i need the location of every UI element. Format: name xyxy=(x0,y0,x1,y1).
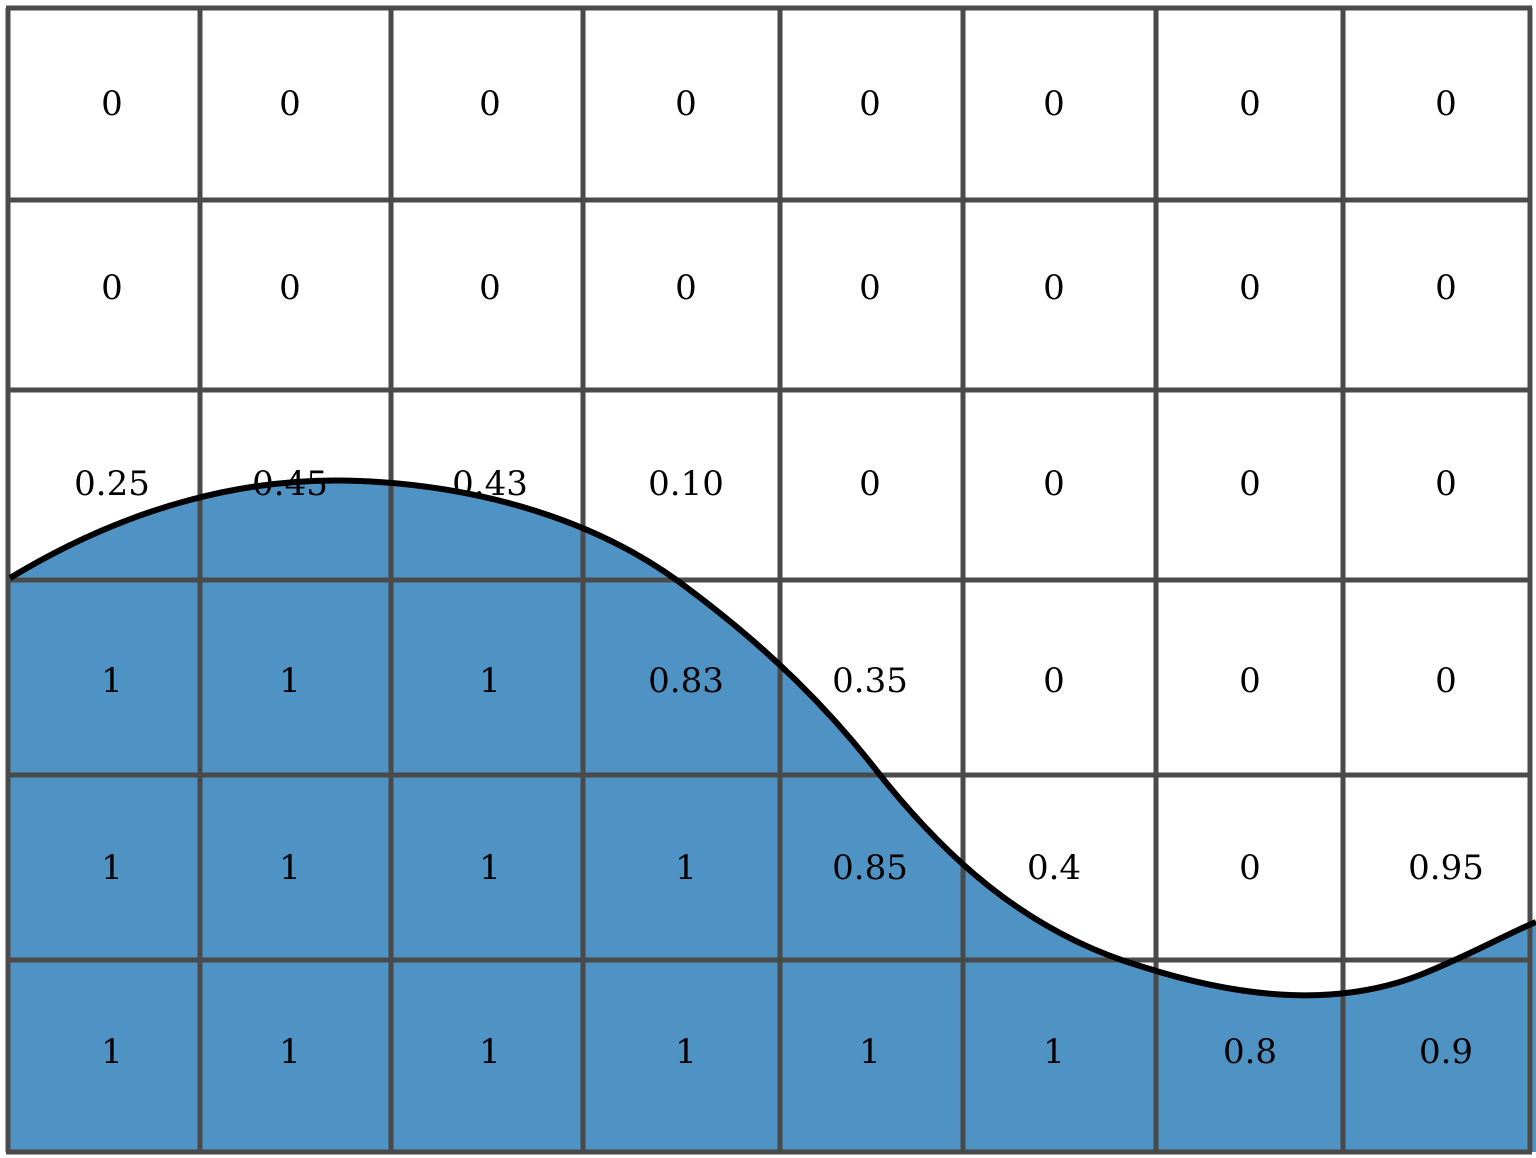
cell-values: 0 0 0 0 0 0 0 0 0 0 0 0 0 0 0 0 0.25 0.45 0.43 0.10 0 0 0 0 1 1 1 0… xyxy=(74,84,1484,1072)
cell-value-r2-c2: 0 xyxy=(279,268,301,308)
cell-value-r4-c4: 0.83 xyxy=(648,661,724,701)
cell-value-r2-c8: 0 xyxy=(1435,268,1457,308)
cell-value-r5-c7: 0 xyxy=(1239,848,1261,888)
cell-value-r4-c3: 1 xyxy=(479,661,501,701)
cell-value-r4-c7: 0 xyxy=(1239,661,1261,701)
cell-value-r5-c4: 1 xyxy=(675,848,697,888)
cell-value-r6-c6: 1 xyxy=(1043,1032,1065,1072)
cell-value-r5-c6: 0.4 xyxy=(1027,848,1081,888)
cell-value-r3-c2: 0.45 xyxy=(252,464,328,504)
cell-value-r1-c8: 0 xyxy=(1435,84,1457,124)
cell-value-r4-c8: 0 xyxy=(1435,661,1457,701)
cell-value-r2-c6: 0 xyxy=(1043,268,1065,308)
cell-value-r3-c3: 0.43 xyxy=(452,464,528,504)
interface-curve xyxy=(8,477,1536,999)
cell-value-r4-c2: 1 xyxy=(279,661,301,701)
cell-value-r5-c8: 0.95 xyxy=(1408,848,1484,888)
cell-value-r6-c2: 1 xyxy=(279,1032,301,1072)
cell-value-r1-c6: 0 xyxy=(1043,84,1065,124)
cell-value-r4-c6: 0 xyxy=(1043,661,1065,701)
cell-value-r2-c4: 0 xyxy=(675,268,697,308)
cell-value-r5-c5: 0.85 xyxy=(832,848,908,888)
cell-value-r4-c1: 1 xyxy=(101,661,123,701)
cell-value-r3-c5: 0 xyxy=(859,464,881,504)
cell-value-r1-c7: 0 xyxy=(1239,84,1261,124)
cell-value-r6-c3: 1 xyxy=(479,1032,501,1072)
cell-value-r3-c7: 0 xyxy=(1239,464,1261,504)
cell-value-r1-c4: 0 xyxy=(675,84,697,124)
cell-value-r3-c6: 0 xyxy=(1043,464,1065,504)
cell-value-r2-c3: 0 xyxy=(479,268,501,308)
cell-value-r6-c5: 1 xyxy=(859,1032,881,1072)
cell-value-r1-c1: 0 xyxy=(101,84,123,124)
cell-value-r3-c4: 0.10 xyxy=(648,464,724,504)
cell-value-r1-c3: 0 xyxy=(479,84,501,124)
grid-lines xyxy=(5,5,1533,1155)
cell-value-r3-c8: 0 xyxy=(1435,464,1457,504)
cell-value-r4-c5: 0.35 xyxy=(832,661,908,701)
cell-value-r6-c1: 1 xyxy=(101,1032,123,1072)
cell-value-r5-c2: 1 xyxy=(279,848,301,888)
cell-value-r6-c7: 0.8 xyxy=(1223,1032,1277,1072)
cell-value-r5-c3: 1 xyxy=(479,848,501,888)
cell-value-r2-c5: 0 xyxy=(859,268,881,308)
cell-value-r2-c1: 0 xyxy=(101,268,123,308)
cell-value-r3-c1: 0.25 xyxy=(74,464,150,504)
cell-value-r5-c1: 1 xyxy=(101,848,123,888)
cell-value-r2-c7: 0 xyxy=(1239,268,1261,308)
cell-value-r6-c8: 0.9 xyxy=(1419,1032,1473,1072)
cell-value-r6-c4: 1 xyxy=(675,1032,697,1072)
cell-value-r1-c2: 0 xyxy=(279,84,301,124)
cell-value-r1-c5: 0 xyxy=(859,84,881,124)
